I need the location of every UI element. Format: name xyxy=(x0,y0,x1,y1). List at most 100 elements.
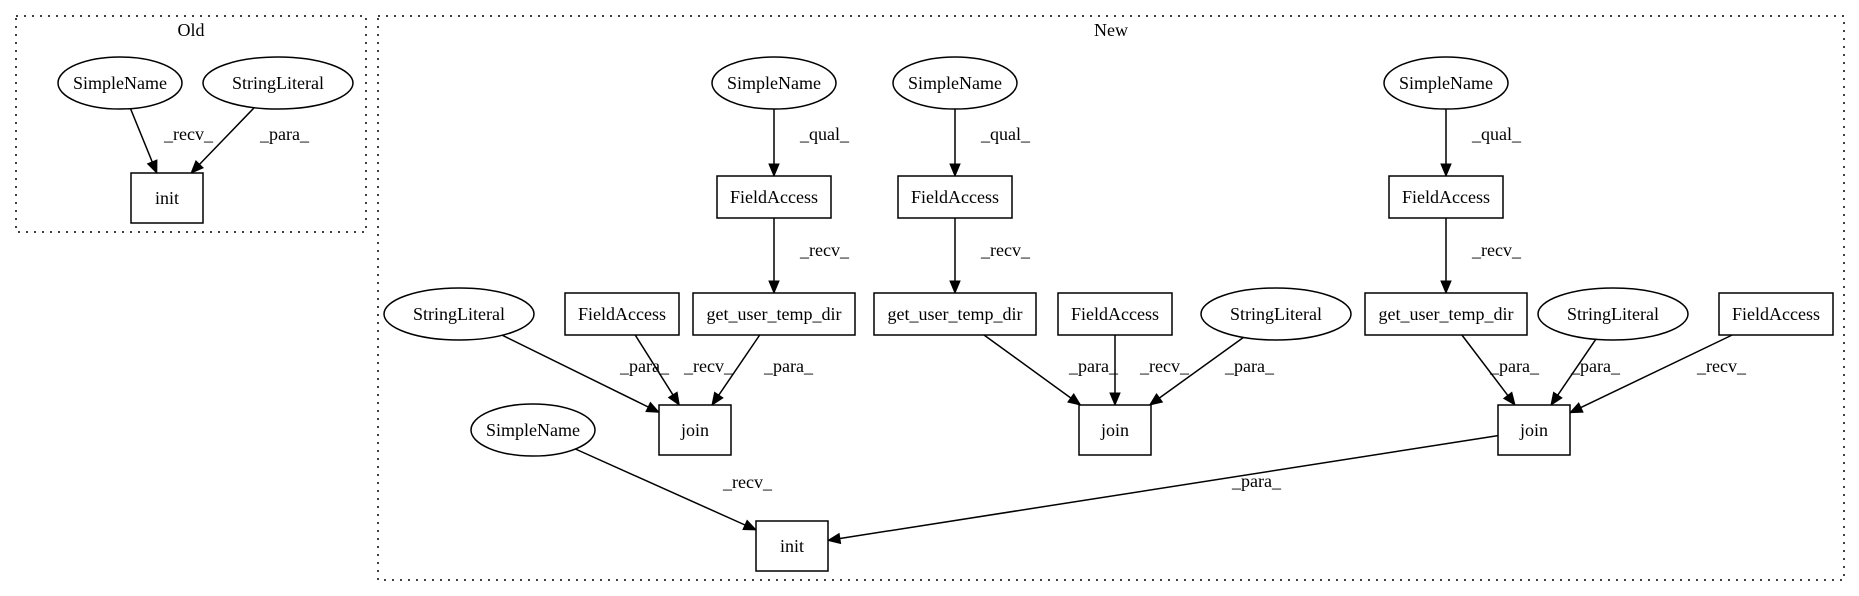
node-sn4: SimpleName xyxy=(470,403,596,457)
cluster-old-border xyxy=(15,15,367,233)
node-ellipse xyxy=(1200,287,1352,341)
node-label: join xyxy=(1519,420,1548,440)
node-n_init: init xyxy=(755,520,829,572)
edges-layer: _recv__para__qual__qual__qual__recv__rec… xyxy=(129,107,1747,545)
node-label: FieldAccess xyxy=(730,187,818,207)
edge-line xyxy=(1557,338,1597,396)
arrowhead-icon xyxy=(1568,402,1584,414)
edge-line xyxy=(1461,334,1509,396)
cluster-new: New xyxy=(377,15,1845,581)
edge-line xyxy=(198,107,255,165)
node-ellipse xyxy=(202,56,354,110)
node-label: StringLiteral xyxy=(1567,304,1659,324)
edge-label: _recv_ xyxy=(1471,240,1522,260)
node-j2: join xyxy=(1078,404,1152,456)
node-label: StringLiteral xyxy=(413,304,505,324)
arrowhead-icon xyxy=(190,160,204,174)
node-label: StringLiteral xyxy=(1230,304,1322,324)
edge-fa5-to-j2: _recv_ xyxy=(1109,335,1190,407)
edge-sl1-to-j1: _para_ xyxy=(501,334,670,413)
node-o_sl: StringLiteral xyxy=(202,56,354,110)
arrowhead-icon xyxy=(667,391,680,407)
edge-line xyxy=(129,108,153,163)
node-box xyxy=(716,175,832,219)
node-box xyxy=(1718,292,1834,336)
edge-line xyxy=(1158,336,1244,399)
edge-line xyxy=(1580,334,1733,409)
edge-label: _para_ xyxy=(619,356,670,376)
node-label: SimpleName xyxy=(73,73,167,93)
edge-line xyxy=(634,334,674,396)
node-o_init: init xyxy=(130,172,204,224)
node-gt3: get_user_temp_dir xyxy=(1364,292,1528,336)
arrowhead-icon xyxy=(768,280,780,295)
node-o_sn: SimpleName xyxy=(57,56,183,110)
arrowhead-icon xyxy=(1440,280,1452,295)
edge-label: _recv_ xyxy=(163,124,214,144)
edge-label: _recv_ xyxy=(683,356,734,376)
edge-label: _recv_ xyxy=(1139,356,1190,376)
arrowhead-icon xyxy=(826,532,842,545)
node-ellipse xyxy=(711,56,837,110)
edge-sn1-to-fa1: _qual_ xyxy=(768,109,850,178)
node-box xyxy=(1388,175,1504,219)
node-label: get_user_temp_dir xyxy=(1379,304,1514,324)
edge-label: _recv_ xyxy=(1696,356,1747,376)
node-fa3: FieldAccess xyxy=(1388,175,1504,219)
node-label: SimpleName xyxy=(486,420,580,440)
edge-line xyxy=(718,334,761,396)
edge-fa6-to-j3: _recv_ xyxy=(1568,334,1747,414)
edge-sn4-to-n_init: _recv_ xyxy=(575,448,773,531)
node-label: init xyxy=(155,188,179,208)
node-ellipse xyxy=(383,287,535,341)
node-box xyxy=(130,172,204,224)
node-sn1: SimpleName xyxy=(711,56,837,110)
edge-sn3-to-fa3: _qual_ xyxy=(1440,109,1522,178)
node-sl1: StringLiteral xyxy=(383,287,535,341)
node-ellipse xyxy=(57,56,183,110)
node-label: init xyxy=(780,536,804,556)
node-label: StringLiteral xyxy=(232,73,324,93)
cluster-old: Old xyxy=(15,15,367,233)
node-box xyxy=(692,292,856,336)
node-box xyxy=(1364,292,1528,336)
edge-o_sl-to-o_init: _para_ xyxy=(190,107,310,174)
node-sn3: SimpleName xyxy=(1383,56,1509,110)
arrowhead-icon xyxy=(1067,392,1082,406)
edge-gt1-to-j1: _para_ xyxy=(711,334,814,407)
node-label: FieldAccess xyxy=(1071,304,1159,324)
arrowhead-icon xyxy=(949,163,961,178)
cluster-old-label: Old xyxy=(178,20,205,40)
edge-label: _qual_ xyxy=(799,124,850,144)
node-ellipse xyxy=(1537,287,1689,341)
node-box xyxy=(1057,292,1173,336)
edge-label: _para_ xyxy=(1570,356,1621,376)
node-box xyxy=(564,292,680,336)
node-label: FieldAccess xyxy=(911,187,999,207)
edge-gt3-to-j3: _para_ xyxy=(1461,334,1540,407)
arrowhead-icon xyxy=(1502,391,1516,407)
node-box xyxy=(897,175,1013,219)
arrowhead-icon xyxy=(949,280,961,295)
edge-fa1-to-gt1: _recv_ xyxy=(768,218,850,295)
arrowhead-icon xyxy=(146,159,158,175)
arrowhead-icon xyxy=(768,163,780,178)
node-label: join xyxy=(1100,420,1129,440)
node-label: get_user_temp_dir xyxy=(707,304,842,324)
node-fa6: FieldAccess xyxy=(1718,292,1834,336)
node-fa1: FieldAccess xyxy=(716,175,832,219)
node-label: SimpleName xyxy=(908,73,1002,93)
node-box xyxy=(658,404,732,456)
node-ellipse xyxy=(470,403,596,457)
edge-fa4-to-j1: _recv_ xyxy=(634,334,734,407)
edge-line xyxy=(575,448,746,526)
node-fa5: FieldAccess xyxy=(1057,292,1173,336)
node-sl2: StringLiteral xyxy=(1200,287,1352,341)
node-ellipse xyxy=(1383,56,1509,110)
edge-label: _para_ xyxy=(1231,471,1282,491)
arrowhead-icon xyxy=(1550,391,1563,407)
cluster-new-label: New xyxy=(1094,20,1128,40)
edge-j3-to-n_init: _para_ xyxy=(826,434,1499,545)
